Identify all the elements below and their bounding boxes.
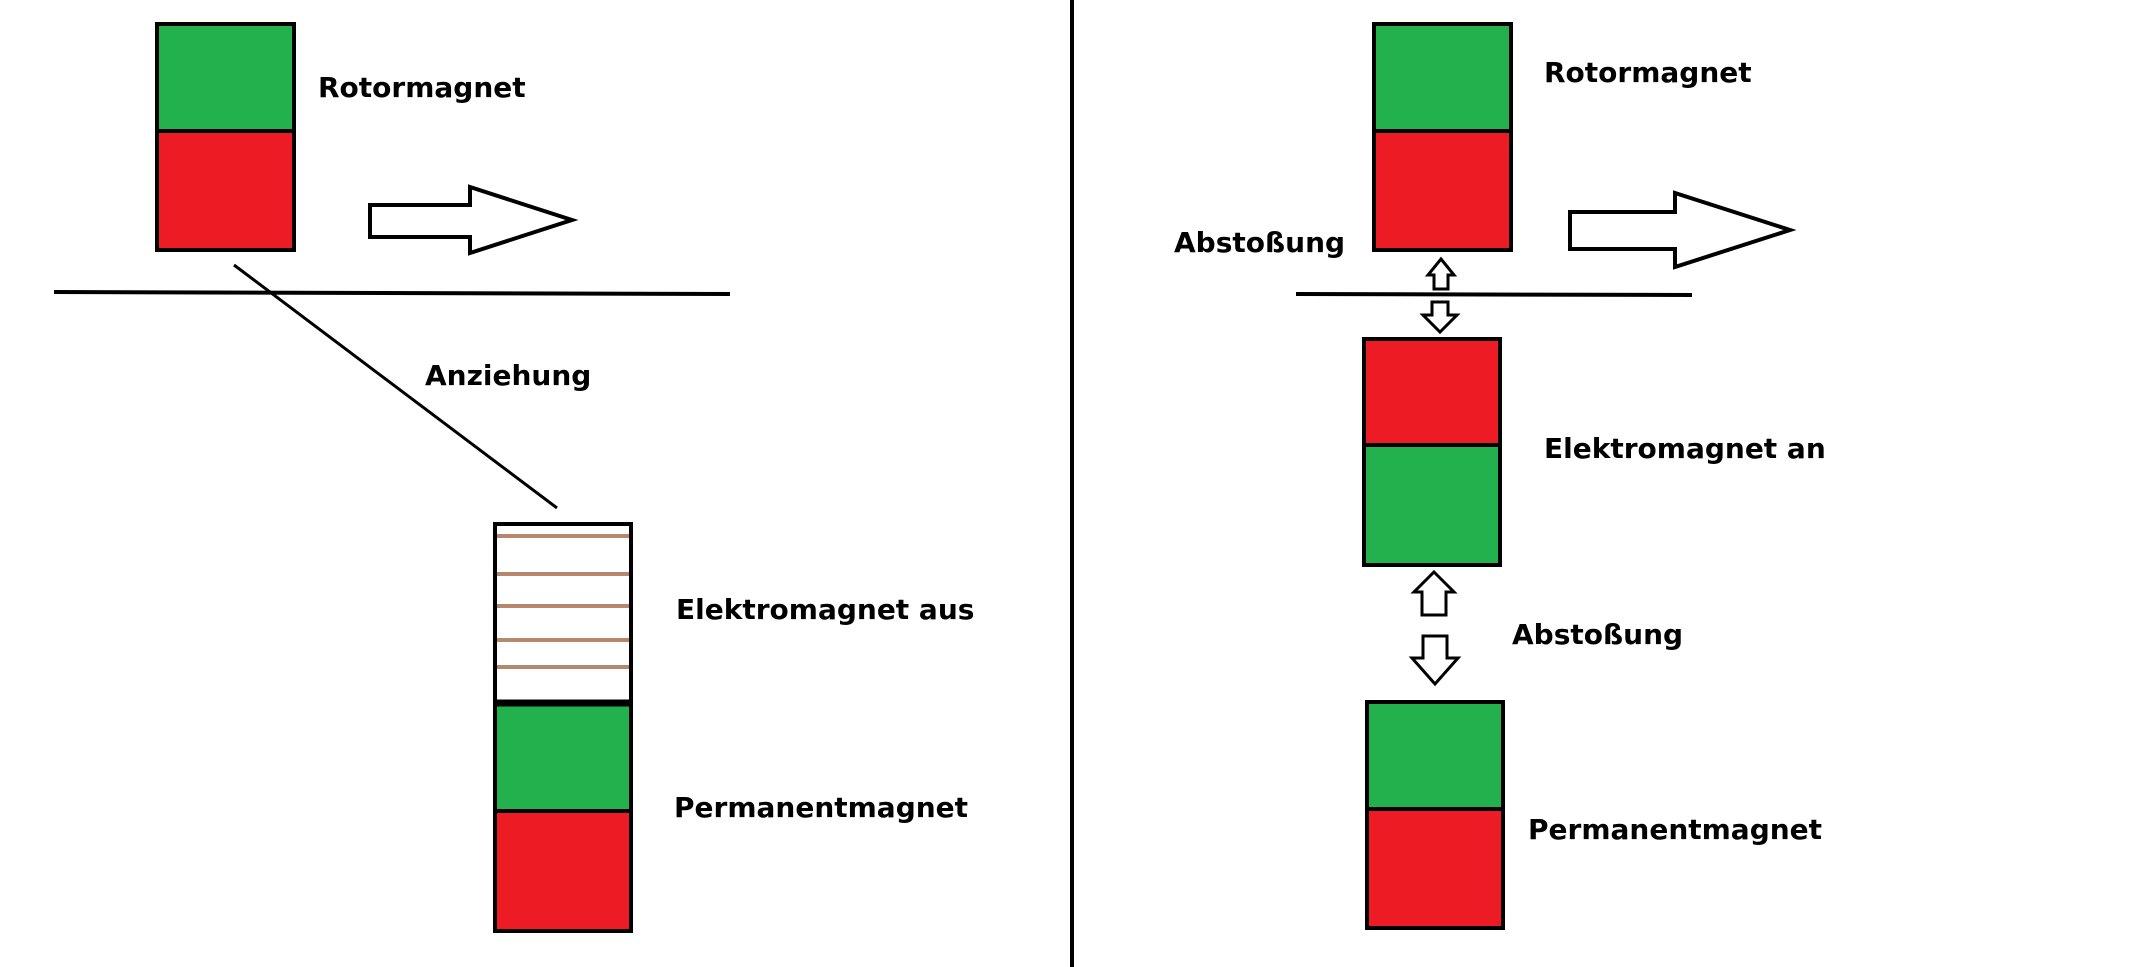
left-rotor-magnet — [155, 22, 296, 252]
left-attraction-line — [233, 263, 558, 510]
left-rotor-north — [155, 22, 296, 133]
right-rotor-magnet-label: Rotormagnet — [1544, 56, 1752, 89]
repel-arrow-up-bottom — [1410, 569, 1458, 617]
right-rotor-south — [1372, 129, 1513, 252]
left-rotor-magnet-label: Rotormagnet — [318, 71, 526, 104]
left-rotor-south — [155, 129, 296, 252]
right-perm-south — [1365, 807, 1505, 930]
left-permanent-magnet — [493, 699, 633, 933]
repulsion-top-label: Abstoßung — [1174, 226, 1346, 259]
repel-arrow-down-top — [1419, 300, 1461, 335]
attraction-label: Anziehung — [425, 359, 592, 392]
electromagnet-on-label: Elektromagnet an — [1544, 432, 1826, 465]
right-permanent-magnet — [1365, 700, 1505, 930]
right-perm-north — [1365, 700, 1505, 811]
right-permanent-magnet-label: Permanentmagnet — [1528, 813, 1823, 846]
repel-arrow-up-top — [1424, 256, 1458, 291]
left-coil-body — [493, 522, 633, 705]
left-perm-south — [493, 809, 633, 933]
right-motion-arrow — [1568, 190, 1797, 270]
electromagnet-off-label: Elektromagnet aus — [676, 593, 975, 626]
left-perm-north — [493, 701, 633, 813]
right-rotor-magnet — [1372, 22, 1513, 252]
left-electromagnet-off — [493, 522, 633, 705]
left-motion-arrow — [368, 184, 579, 256]
right-track-line — [1295, 292, 1693, 297]
left-track-line — [53, 290, 731, 296]
right-em-north — [1362, 443, 1502, 567]
left-permanent-magnet-label: Permanentmagnet — [674, 791, 969, 824]
repel-arrow-down-bottom — [1408, 634, 1462, 687]
repulsion-bottom-label: Abstoßung — [1512, 618, 1684, 651]
right-electromagnet-on — [1362, 337, 1502, 567]
right-em-south — [1362, 337, 1502, 447]
right-rotor-north — [1372, 22, 1513, 133]
